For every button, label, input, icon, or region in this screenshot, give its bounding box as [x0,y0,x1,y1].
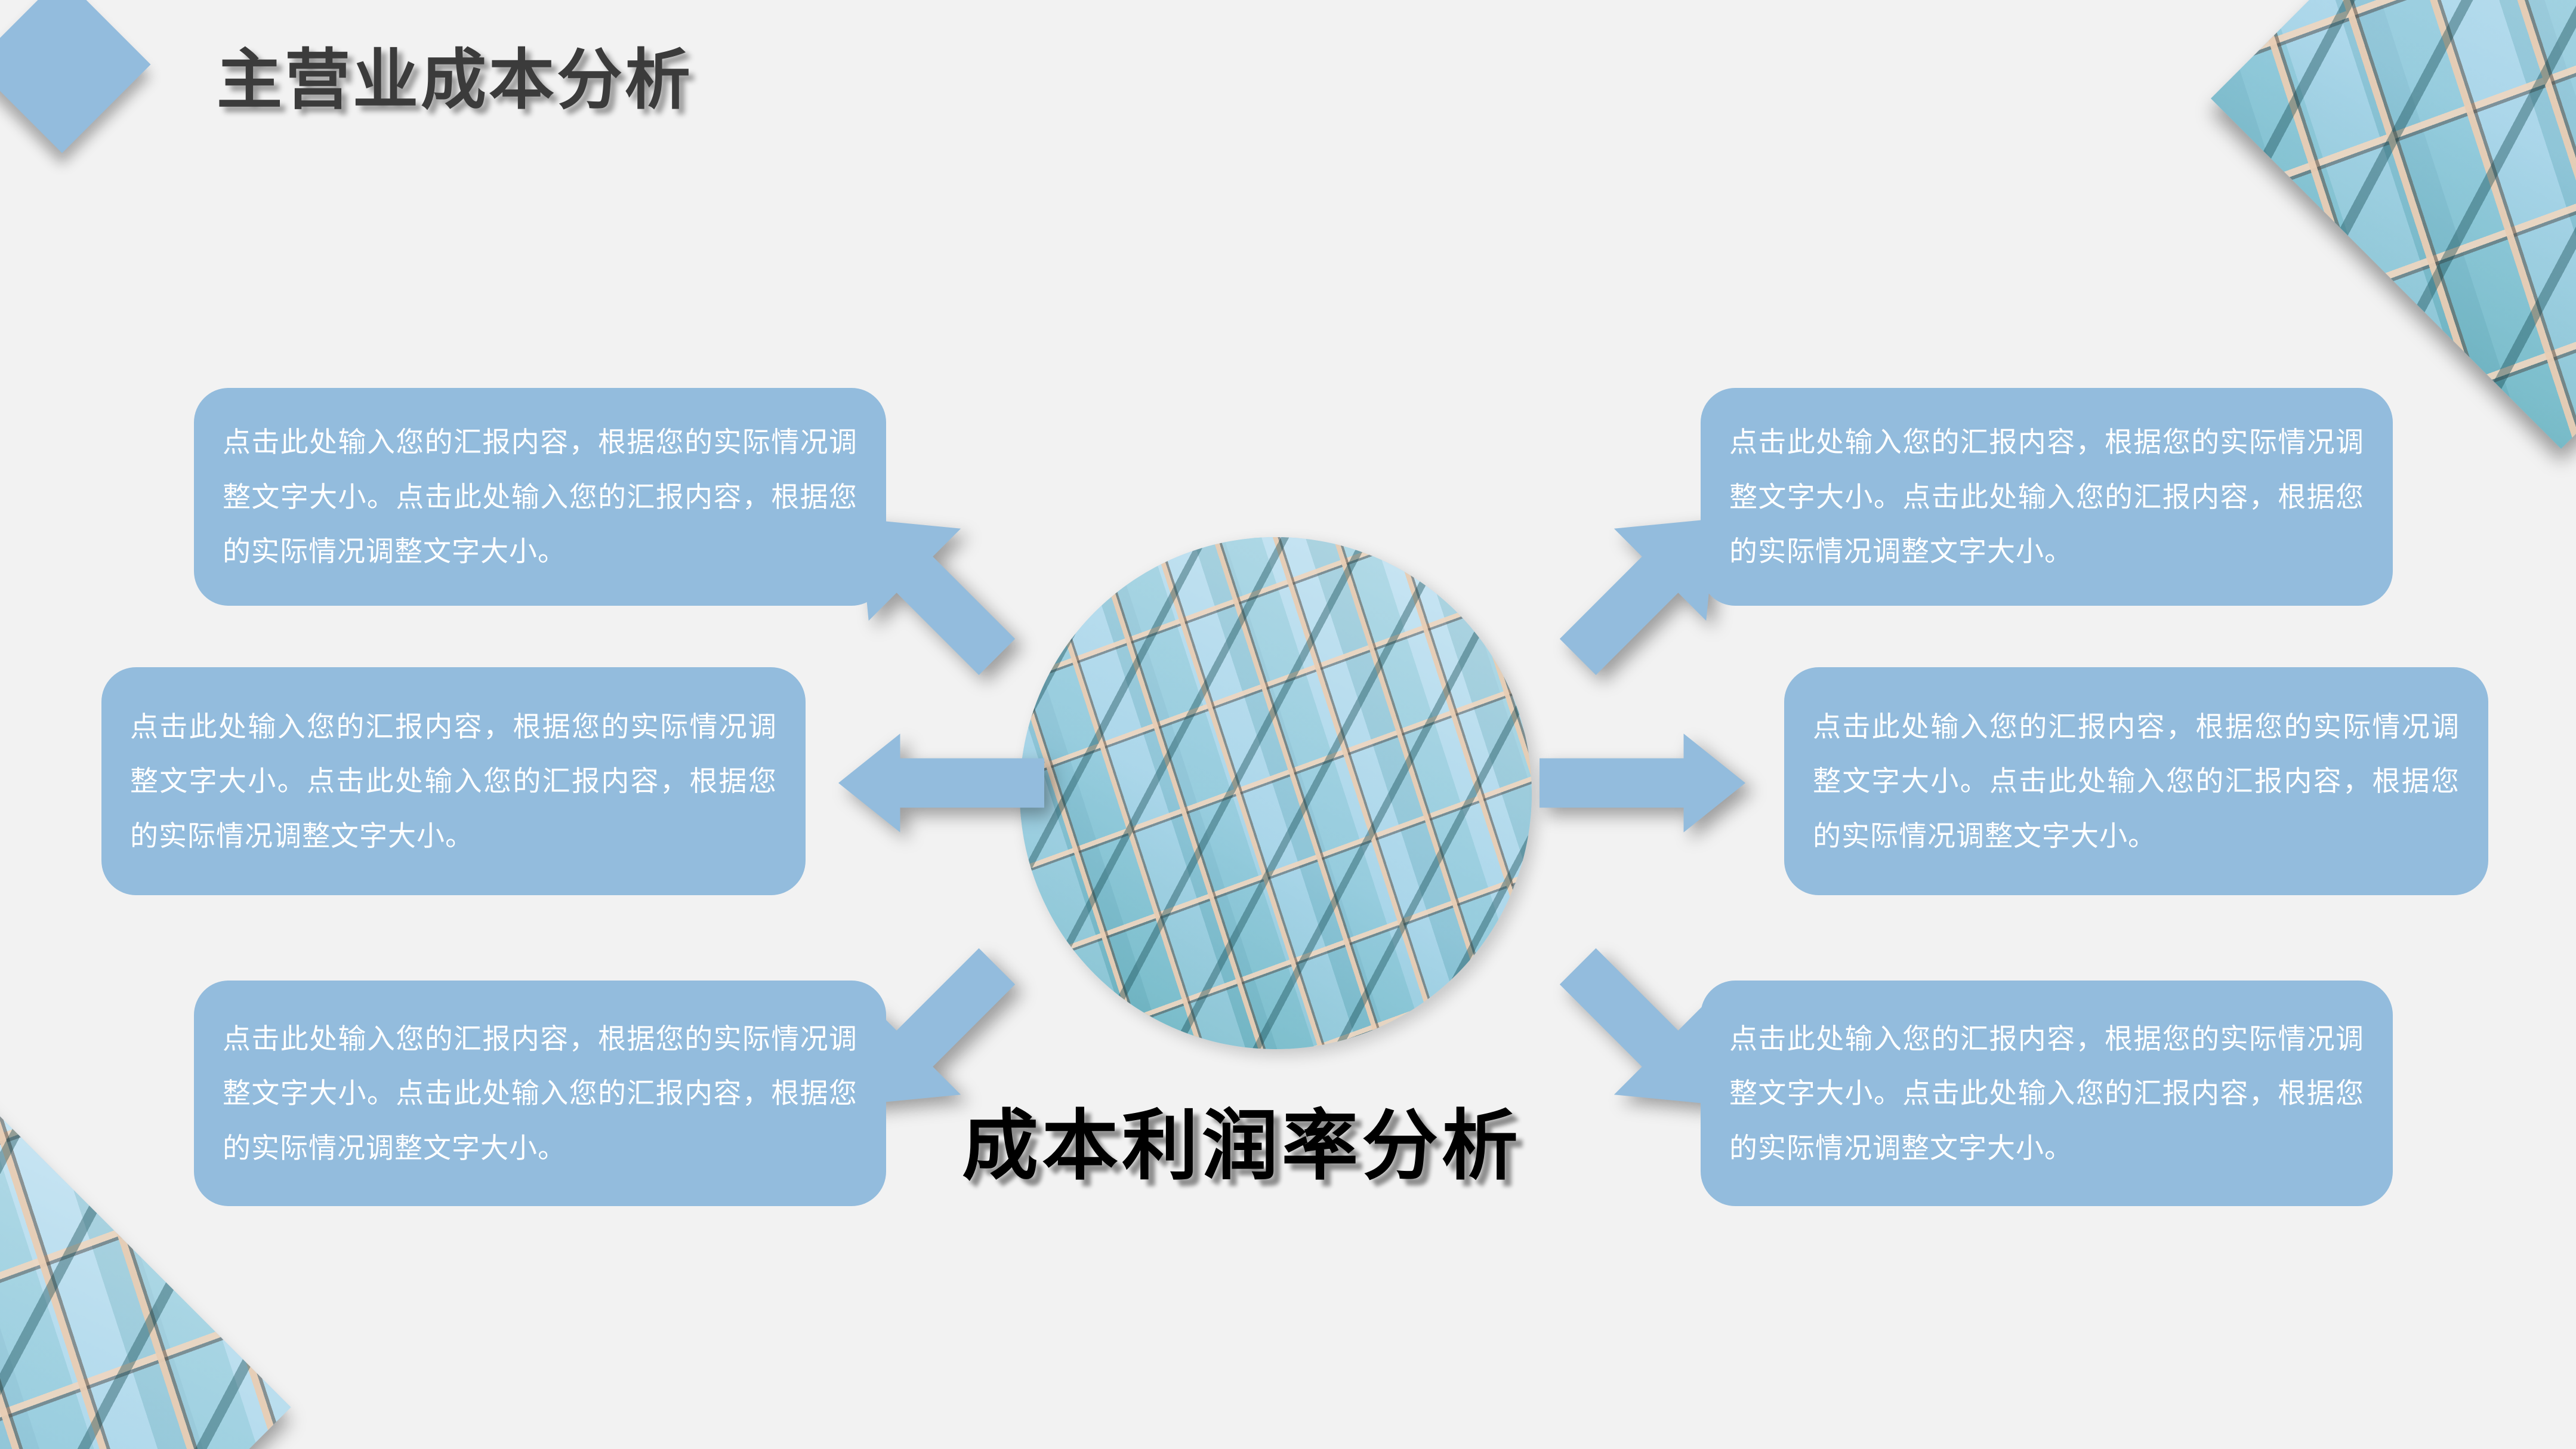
content-card-bottom-right[interactable]: 点击此处输入您的汇报内容，根据您的实际情况调整文字大小。点击此处输入您的汇报内容… [1701,981,2393,1206]
arrow-up-right-icon [1531,471,1763,704]
content-card-middle-left[interactable]: 点击此处输入您的汇报内容，根据您的实际情况调整文字大小。点击此处输入您的汇报内容… [101,667,806,895]
center-label: 成本利润率分析 [962,1103,1522,1189]
building-photo-icon [2211,0,2576,449]
content-card-top-left[interactable]: 点击此处输入您的汇报内容，根据您的实际情况调整文字大小。点击此处输入您的汇报内容… [194,388,886,606]
content-card-bottom-left[interactable]: 点击此处输入您的汇报内容，根据您的实际情况调整文字大小。点击此处输入您的汇报内容… [194,981,886,1206]
center-image-circle [1020,537,1532,1049]
arrow-left-icon [838,729,1044,837]
content-card-text: 点击此处输入您的汇报内容，根据您的实际情况调整文字大小。点击此处输入您的汇报内容… [223,1022,857,1164]
title-diamond-icon [0,0,151,153]
arrow-up-left-icon [812,471,1044,704]
arrow-right-icon [1540,729,1745,837]
content-card-text: 点击此处输入您的汇报内容，根据您的实际情况调整文字大小。点击此处输入您的汇报内容… [130,710,777,852]
building-photo-icon [1020,537,1532,1049]
content-card-top-right[interactable]: 点击此处输入您的汇报内容，根据您的实际情况调整文字大小。点击此处输入您的汇报内容… [1701,388,2393,606]
arrow-down-right-icon [1531,919,1763,1152]
page-title: 主营业成本分析 [217,44,693,117]
content-card-text: 点击此处输入您的汇报内容，根据您的实际情况调整文字大小。点击此处输入您的汇报内容… [1729,1022,2364,1164]
arrow-down-left-icon [812,919,1044,1152]
content-card-text: 点击此处输入您的汇报内容，根据您的实际情况调整文字大小。点击此处输入您的汇报内容… [1729,426,2364,568]
corner-decoration-top-right [2211,0,2576,449]
content-card-middle-right[interactable]: 点击此处输入您的汇报内容，根据您的实际情况调整文字大小。点击此处输入您的汇报内容… [1784,667,2488,895]
content-card-text: 点击此处输入您的汇报内容，根据您的实际情况调整文字大小。点击此处输入您的汇报内容… [1813,710,2460,852]
content-card-text: 点击此处输入您的汇报内容，根据您的实际情况调整文字大小。点击此处输入您的汇报内容… [223,426,857,568]
